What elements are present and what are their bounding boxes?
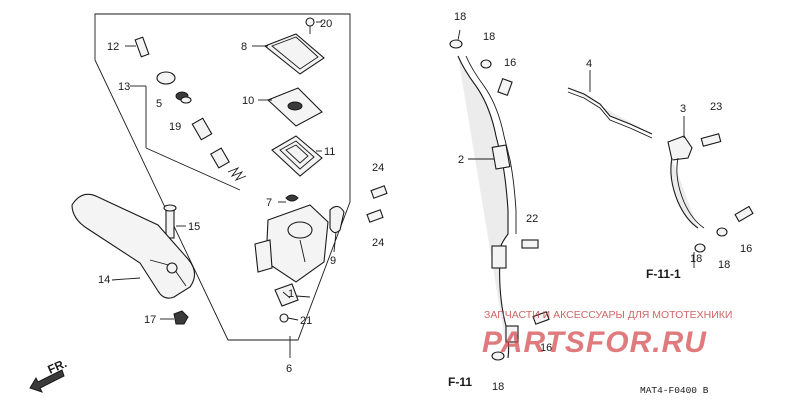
callout-18-b: 18	[483, 31, 495, 43]
callout-9: 9	[330, 255, 336, 267]
callout-13: 13	[118, 81, 130, 93]
callout-18-d: 18	[718, 259, 730, 271]
diagram-code: MAT4-F0400 B	[640, 385, 709, 396]
part-21-screw[interactable]	[279, 313, 299, 323]
part-10-diaphragm-plate[interactable]	[266, 87, 323, 127]
callout-24-b: 24	[372, 237, 384, 249]
part-16-bolt-a[interactable]	[497, 78, 513, 96]
part-4-brake-pipe[interactable]	[567, 87, 653, 139]
callout-18-a: 18	[454, 11, 466, 23]
callout-22: 22	[526, 213, 538, 225]
callout-16-a: 16	[504, 57, 516, 69]
callout-4: 4	[586, 58, 592, 70]
watermark-logo: PARTSFOR.RU	[482, 326, 707, 359]
part-22-bolt[interactable]	[521, 239, 539, 249]
part-7-clip[interactable]	[285, 194, 299, 202]
callout-14: 14	[98, 274, 110, 286]
part-6-master-cylinder[interactable]	[254, 204, 329, 283]
callout-15: 15	[188, 221, 200, 233]
callout-19: 19	[169, 121, 181, 133]
part-24-bolt-upper[interactable]	[370, 185, 388, 199]
callout-10: 10	[242, 95, 254, 107]
part-16-bolt-c[interactable]	[532, 311, 550, 325]
callout-24-a: 24	[372, 162, 384, 174]
watermark-tagline: ЗАПЧАСТИ И АКСЕССУАРЫ ДЛЯ МОТОТЕХНИКИ	[484, 309, 732, 321]
part-17-nut[interactable]	[173, 310, 189, 325]
part-3-joint[interactable]	[667, 135, 693, 161]
callout-7: 7	[266, 197, 272, 209]
callout-16-b: 16	[740, 243, 752, 255]
part-24-bolt-lower[interactable]	[366, 209, 384, 223]
reference-f-11-1: F-11-1	[646, 267, 681, 281]
front-direction-arrow	[29, 369, 65, 393]
callout-20: 20	[320, 18, 332, 30]
callout-18-e: 18	[492, 381, 504, 393]
part-18-washers[interactable]	[449, 39, 728, 361]
front-direction-label: FR.	[46, 356, 69, 377]
part-14-brake-lever[interactable]	[71, 193, 196, 299]
part-1-brake-switch[interactable]	[274, 283, 299, 307]
callout-21: 21	[300, 315, 312, 327]
part-11-diaphragm[interactable]	[271, 135, 323, 177]
part-23-bolt[interactable]	[700, 133, 722, 147]
callout-16-c: 16	[540, 342, 552, 354]
callout-2: 2	[458, 154, 464, 166]
part-20-screw[interactable]	[305, 17, 315, 34]
part-16-bolt-b[interactable]	[734, 205, 754, 223]
part-13-piston-set[interactable]	[156, 71, 247, 182]
part-8-reservoir-cap[interactable]	[263, 33, 325, 75]
part-12-pin[interactable]	[134, 36, 150, 58]
callout-12: 12	[107, 41, 119, 53]
callout-17: 17	[144, 314, 156, 326]
part-9-holder[interactable]	[329, 205, 345, 234]
callout-8: 8	[241, 41, 247, 53]
callout-3: 3	[680, 103, 686, 115]
callout-5: 5	[156, 98, 162, 110]
callout-11: 11	[324, 146, 335, 158]
callout-23: 23	[710, 101, 722, 113]
callout-6: 6	[286, 363, 292, 375]
callout-18-c: 18	[690, 253, 702, 265]
master-cylinder-group-outline	[94, 13, 351, 341]
part-3-lower-hose[interactable]	[670, 157, 705, 229]
callout-1: 1	[288, 288, 294, 300]
part-2-brake-hose[interactable]	[457, 55, 519, 359]
reference-f-11: F-11	[448, 375, 472, 389]
